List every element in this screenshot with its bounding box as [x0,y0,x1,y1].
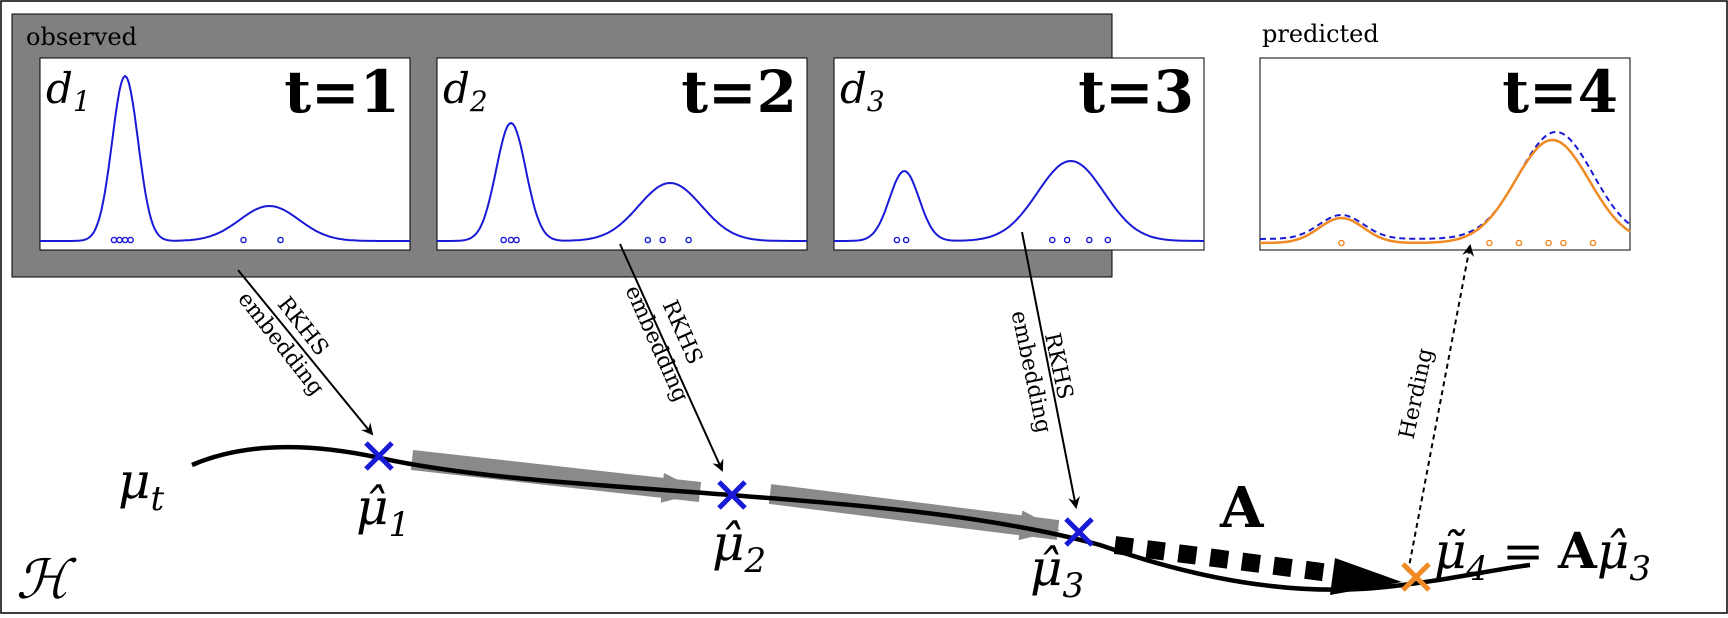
space-label: ℋ [16,548,77,611]
density-curve-1 [40,74,410,242]
mu-hat-2-marker [717,480,747,510]
sample-point [1049,236,1056,244]
operator-arrow [1113,536,1347,584]
sample-point [127,236,134,244]
panel-1: d1 t=1 [39,57,411,251]
panel-2-d-label: d2 [443,64,488,118]
gray-arrow-1 [410,450,702,503]
svg-text:Herding: Herding [1395,346,1439,441]
sample-point [893,236,901,244]
sample-point [1338,239,1345,247]
prediction-equation: μ̃4=Aμ̂3 [1434,521,1651,589]
observed-label: observed [26,23,137,51]
sample-point [902,236,910,244]
sample-point [644,236,652,244]
panel-1-t-label: t=1 [284,58,400,126]
predicted-label: predicted [1262,20,1379,48]
operator-label: A [1219,475,1265,541]
embedding-arrow-2 [619,243,724,472]
sample-point [1515,239,1523,247]
panel-3-t-label: t=3 [1078,58,1194,126]
mu-tilde-4-marker [1401,562,1431,592]
herded-sample-points [1338,239,1597,247]
mu-hat-1-label: μ̂1 [356,478,410,545]
panel-2: d2 t=2 [436,57,808,251]
herding-arrow [1407,244,1475,573]
mu-hat-3-label: μ̂3 [1030,539,1084,606]
panel-3: d3 t=3 [833,57,1205,251]
mu-hat-3-marker [1064,517,1094,547]
panel-3-d-label: d3 [840,64,885,118]
sample-point [1104,236,1112,244]
sample-point [685,236,692,244]
predicted-density-curve [1260,138,1631,245]
density-curve-3 [834,159,1204,242]
density-curve-2 [437,121,807,242]
herding-label: Herding [1395,346,1439,441]
sample-point [513,236,520,244]
embedding-label-3: RKHS embedding [1006,309,1078,436]
sample-point [659,236,667,244]
panel-predicted-t-label: t=4 [1502,58,1618,126]
sample-point [277,236,284,244]
sample-point [1589,239,1597,247]
mu-hat-2-label: μ̂2 [712,514,766,581]
trajectory-label: μt [118,452,165,519]
sample-point [1063,236,1071,244]
true-density-curve [1260,130,1631,240]
sample-points-2 [500,236,692,244]
panel-1-d-label: d1 [46,64,91,118]
embedding-arrow-1 [237,269,374,436]
sample-points-3 [893,236,1112,244]
mu-hat-markers [364,441,1094,547]
sample-point [1086,236,1093,244]
sample-point [1545,239,1552,247]
sample-points-1 [110,236,284,244]
sample-point [1486,239,1493,247]
embedding-arrow-3 [1021,231,1080,509]
panel-2-t-label: t=2 [681,58,797,126]
embedding-label-2: RKHS embedding [620,282,707,406]
panel-predicted: t=4 [1259,57,1631,251]
sample-point [1560,239,1567,247]
operator-arrow-head [1330,558,1402,595]
sample-point [500,236,507,244]
sample-point [240,236,247,244]
mu-hat-1-marker [364,441,394,471]
